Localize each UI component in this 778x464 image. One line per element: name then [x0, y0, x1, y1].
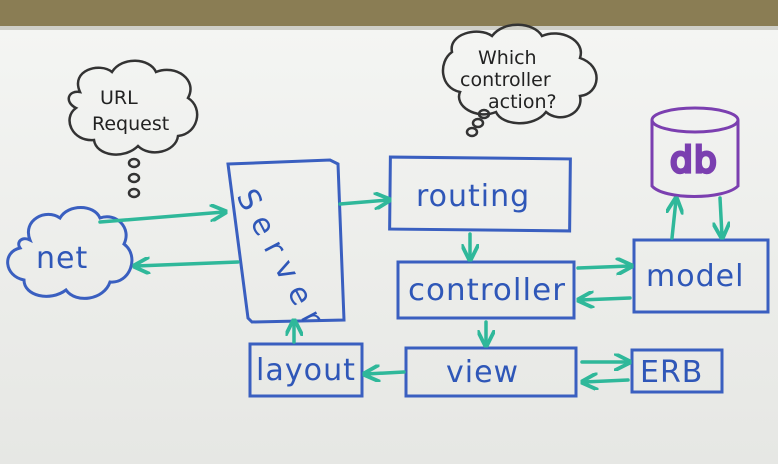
thought-controller-line2: controller [460, 69, 551, 91]
net-label: net [36, 241, 88, 276]
net-cloud: net [6, 206, 134, 300]
thought-cloud-controller: Which controller action? [441, 23, 598, 125]
server-label: Server [229, 183, 330, 332]
arrow-erb-to-view [584, 380, 630, 382]
layout-label: layout [256, 353, 356, 388]
thought-url-line1: URL [100, 87, 138, 109]
thought-controller-line3: action? [488, 91, 557, 113]
view-label: view [446, 355, 519, 390]
layout-box: layout [248, 342, 364, 398]
arrow-model-to-controller [580, 298, 632, 300]
thought-url-line2: Request [92, 113, 169, 135]
arrow-server-to-net [136, 262, 240, 266]
db-label: db [670, 140, 718, 181]
controller-box: controller [396, 260, 576, 320]
thought-bubbles-controller [465, 108, 491, 138]
routing-label: routing [416, 179, 530, 214]
model-box: model [632, 238, 770, 314]
arrow-db-to-model [720, 196, 722, 236]
thought-controller-line1: Which [478, 47, 537, 69]
model-label: model [646, 259, 744, 294]
arrow-server-to-routing [338, 200, 388, 204]
arrow-view-to-layout [366, 372, 406, 374]
erb-label: ERB [640, 355, 703, 390]
arrow-net-to-server [98, 212, 224, 224]
view-box: view [404, 346, 578, 398]
db-cylinder: db [650, 106, 740, 198]
controller-label: controller [408, 273, 566, 308]
arrow-controller-to-model [576, 266, 630, 268]
erb-box: ERB [630, 348, 724, 394]
arrow-model-to-db [672, 200, 676, 240]
thought-cloud-url: URL Request [67, 59, 199, 156]
routing-box: routing [388, 155, 572, 233]
thought-bubbles-url [127, 157, 141, 199]
server-box: Server [226, 158, 346, 332]
